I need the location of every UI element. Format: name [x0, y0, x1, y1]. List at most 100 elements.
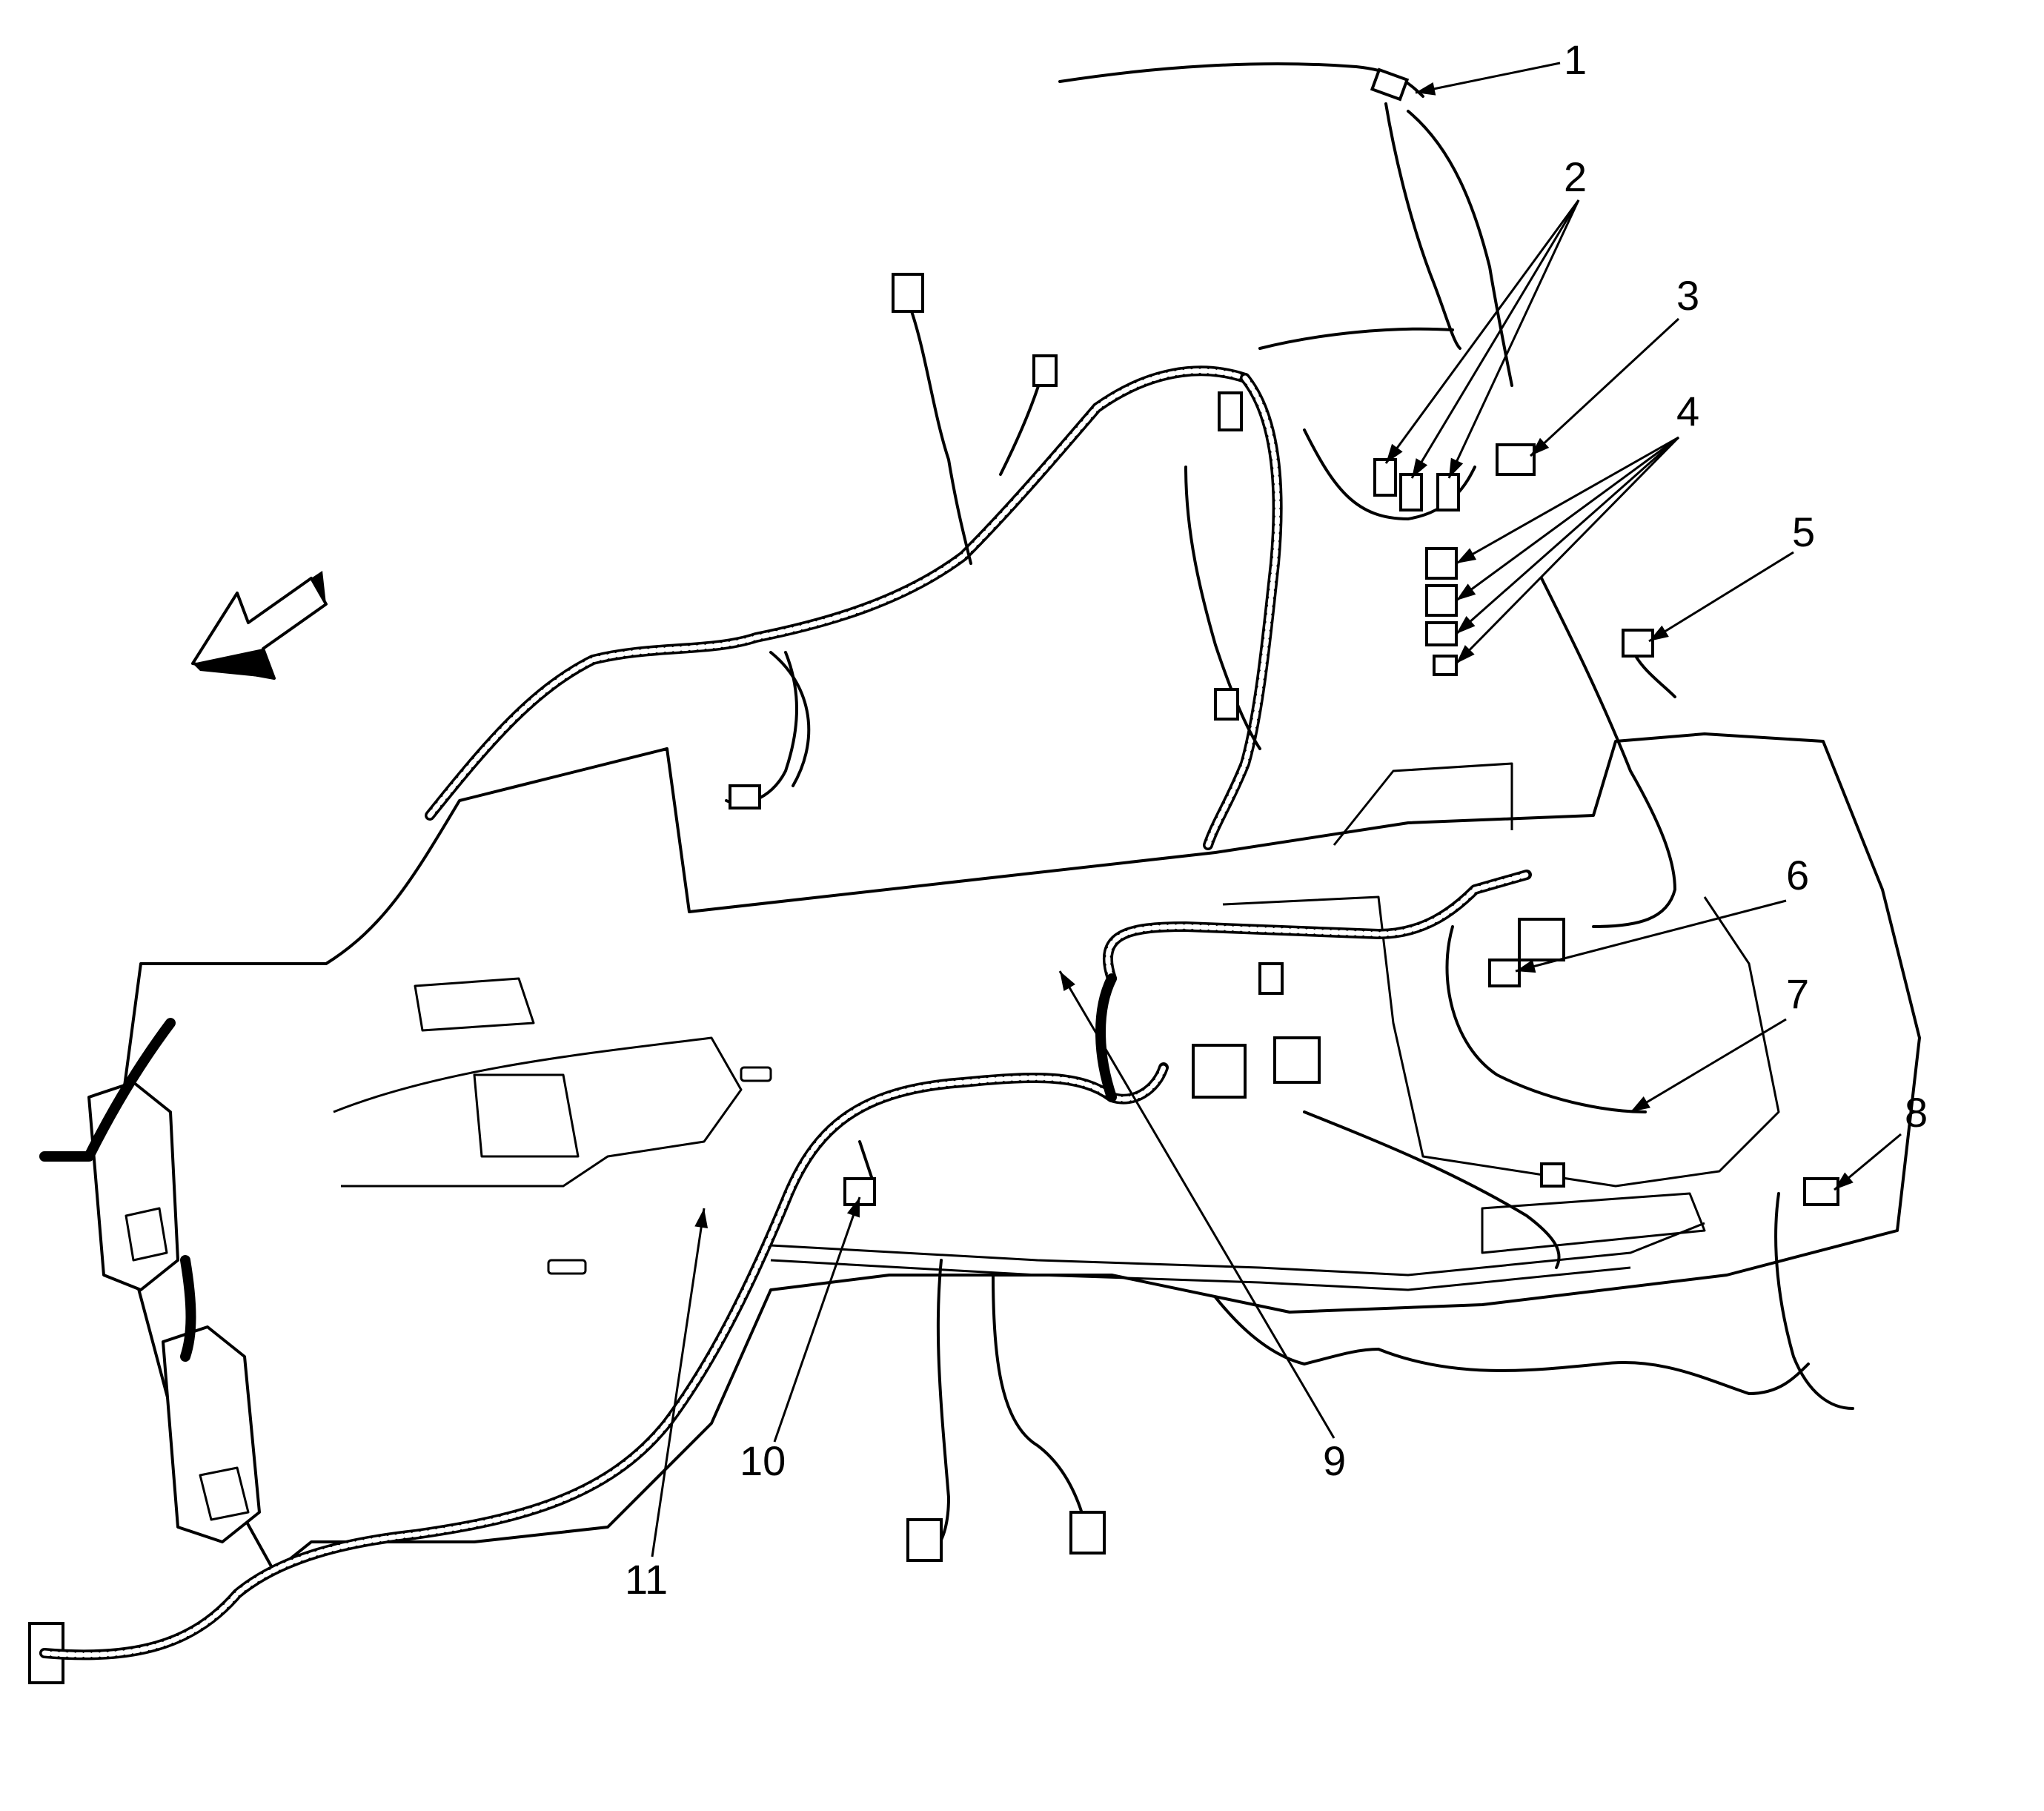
rear-body-wire — [1303, 1110, 1561, 1269]
left-fender-wire — [769, 651, 811, 787]
center-connector-c — [1258, 962, 1284, 995]
center-connector-a — [1218, 391, 1243, 431]
leader-arrowhead-6 — [1516, 959, 1536, 973]
floor-slot-2 — [547, 1259, 587, 1275]
rear-control-module-connector — [199, 1466, 250, 1521]
leader-line-6 — [1515, 899, 1787, 973]
callout-5: 5 — [1792, 509, 1815, 555]
relay-connector-4d — [1433, 655, 1458, 676]
rocker-wire — [1377, 1348, 1810, 1395]
floor-connector — [1540, 1162, 1565, 1188]
relay-connector-4b — [1425, 584, 1458, 617]
rear-control-module — [162, 1325, 261, 1543]
pillar-connector-3 — [1496, 443, 1536, 476]
center-connector-b — [1214, 688, 1239, 721]
leader-arrowhead-4 — [1456, 616, 1476, 634]
leader-arrowhead-5 — [1649, 625, 1669, 641]
console-connector — [729, 784, 761, 810]
callout-2: 2 — [1564, 153, 1587, 200]
leader-line-4 — [1456, 436, 1679, 565]
leader-line-2 — [1384, 199, 1580, 464]
relay-connector-4a — [1425, 547, 1458, 580]
seat-wire-6 — [1445, 925, 1647, 1113]
junction-block-b — [1273, 1036, 1321, 1084]
branch-wires — [725, 62, 1854, 1558]
upper-mid-connector — [1032, 354, 1058, 387]
body-connector-6 — [1488, 959, 1521, 987]
rocker-rail — [770, 1222, 1705, 1277]
leader-line-4 — [1456, 436, 1679, 602]
leader-arrowhead-4 — [1456, 645, 1475, 663]
leader-line-2 — [1447, 199, 1580, 479]
upper-harness-trunk — [425, 365, 1250, 821]
harness-trunks — [39, 365, 1532, 1661]
callout-leaders — [651, 62, 1902, 1557]
instrument-wire — [1184, 466, 1261, 750]
leader-arrowhead-9 — [1060, 971, 1075, 991]
leader-arrowhead-4 — [1456, 548, 1477, 563]
underbody-wire-3 — [1214, 1296, 1380, 1365]
roof-wire — [1058, 62, 1424, 98]
roof-drop-wire — [1384, 102, 1461, 350]
side-connector-10 — [843, 1177, 876, 1206]
leader-arrowhead-7 — [1630, 1096, 1650, 1112]
leader-line-11 — [651, 1208, 706, 1557]
dash-wire-1 — [910, 310, 972, 565]
leader-arrowhead-4 — [1456, 583, 1476, 600]
upper-left-connector — [892, 273, 924, 313]
seat-connector-5 — [1622, 629, 1654, 658]
callout-8: 8 — [1905, 1089, 1928, 1136]
forward-direction-arrow-icon — [191, 571, 328, 680]
body-connector-6b — [1518, 918, 1565, 961]
rear-connector-8 — [1803, 1177, 1839, 1206]
leader-line-7 — [1630, 1018, 1787, 1113]
leader-arrowhead-2 — [1386, 443, 1403, 463]
leader-arrowhead-8 — [1834, 1172, 1854, 1190]
leader-arrowhead-2 — [1412, 458, 1428, 478]
leader-arrowhead-11 — [694, 1208, 709, 1229]
leader-arrowhead-2 — [1449, 457, 1464, 478]
rear-door-wire — [1774, 1192, 1854, 1410]
right-pillar-wire — [1540, 577, 1676, 928]
connectors — [729, 67, 1839, 1562]
leader-line-10 — [773, 1196, 861, 1443]
leader-line-5 — [1648, 551, 1794, 643]
callout-6: 6 — [1786, 852, 1809, 898]
floor-cross-member — [1333, 762, 1513, 846]
floor-bracket-left — [414, 977, 535, 1032]
callout-3: 3 — [1676, 272, 1699, 319]
center-stack-wire — [1303, 428, 1476, 520]
console-wire — [725, 651, 798, 805]
front-control-module-connector — [125, 1207, 168, 1262]
relay-connector-4c — [1425, 621, 1458, 646]
callout-9: 9 — [1323, 1437, 1346, 1484]
underbody-connector-1 — [906, 1518, 943, 1562]
front-module-harness — [39, 1018, 176, 1162]
floor-slot-1 — [740, 1066, 772, 1082]
callout-10: 10 — [740, 1437, 786, 1484]
leader-line-4 — [1456, 436, 1679, 635]
leader-arrowhead-10 — [846, 1197, 860, 1218]
floor-bracket-mid — [473, 1073, 580, 1158]
tunnel-ridge — [333, 1036, 743, 1188]
front-floor-panel — [110, 732, 1921, 1573]
header-wire — [1258, 327, 1454, 350]
leader-line-2 — [1410, 199, 1580, 479]
callout-labels: 1 2 3 4 5 6 7 8 9 10 11 — [625, 36, 1928, 1603]
module-link-harness — [180, 1255, 196, 1362]
roof-connector — [1370, 67, 1410, 102]
junction-block-a — [1192, 1044, 1247, 1099]
rear-floor-drop — [1095, 973, 1117, 1102]
dash-connector-2c — [1436, 473, 1460, 511]
dash-connector-2b — [1399, 473, 1423, 511]
underbody-wire-1 — [925, 1259, 950, 1558]
leader-line-9 — [1058, 970, 1335, 1439]
rocker-rail-lower — [770, 1259, 1631, 1291]
heel-kick-bracket — [1481, 1192, 1706, 1254]
callout-7: 7 — [1786, 970, 1809, 1017]
pillar-wire — [1407, 110, 1513, 387]
underbody-connector-2 — [1069, 1511, 1106, 1555]
leader-arrowhead-1 — [1416, 82, 1436, 96]
leader-line-1 — [1415, 62, 1561, 94]
